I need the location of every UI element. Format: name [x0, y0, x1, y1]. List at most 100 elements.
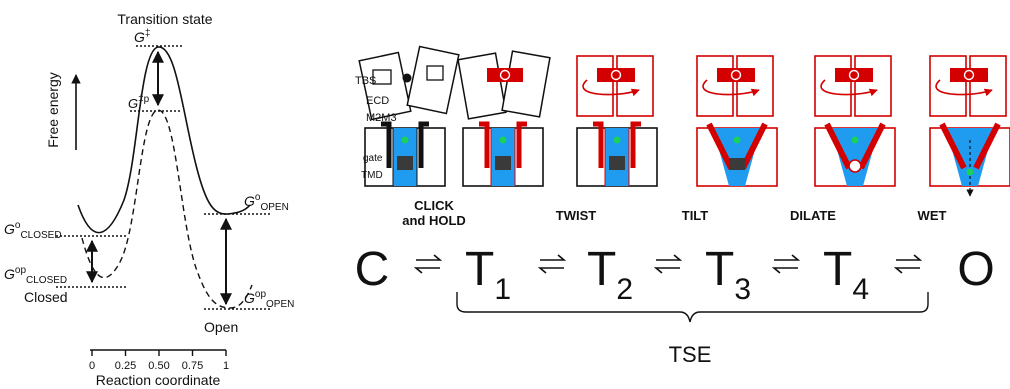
- equilibrium-arrow-icon: [893, 254, 923, 274]
- ligand-dot: [610, 69, 622, 81]
- twist-arrow-icon: [702, 79, 760, 97]
- state-label: T2: [587, 243, 633, 306]
- twist-arrow-icon: [820, 79, 878, 97]
- twist-arrow-icon: [582, 79, 640, 97]
- state-label: T1: [465, 243, 511, 306]
- solid-energy-curve: [77, 46, 251, 234]
- structure-panel: [576, 55, 658, 187]
- open-label: Open: [204, 319, 238, 335]
- g-open-op-label: GopOPEN: [244, 289, 294, 310]
- g-open-label: GoOPEN: [244, 192, 289, 213]
- gate-block: [495, 156, 511, 170]
- tbs-clamp: [835, 68, 873, 82]
- ligand-dot: [848, 69, 860, 81]
- g-closed-op-label: GopCLOSED: [4, 265, 67, 286]
- state-label: O: [957, 243, 994, 296]
- structure-panel: [929, 55, 1010, 197]
- state-label: C: [355, 243, 390, 296]
- ecd-right-lobe: [616, 55, 654, 117]
- ecd-left-lobe: [457, 52, 507, 120]
- pore-wall: [392, 128, 418, 186]
- tmd-label: TMD: [361, 170, 383, 181]
- state-label: T3: [705, 243, 751, 306]
- step-label: WET: [918, 208, 947, 223]
- free-energy-label: Free energy: [45, 72, 61, 147]
- tbs-left: [372, 69, 392, 85]
- equilibrium-arrow-icon: [537, 254, 567, 274]
- ecd-left-lobe: [358, 51, 412, 121]
- reaction-coordinate-label: Reaction coordinate: [96, 372, 221, 388]
- step-label: TILT: [682, 208, 709, 223]
- x-tick-label: 0.50: [148, 360, 169, 372]
- g-ts-op-label: G‡p: [128, 94, 150, 111]
- step-label: DILATE: [790, 208, 836, 223]
- tse-brace: [456, 292, 929, 323]
- step-label: TWIST: [556, 208, 596, 223]
- m2m3-label: M2M3: [366, 112, 397, 124]
- ligand-dot: [402, 73, 412, 83]
- g-ts-label: G‡: [134, 28, 150, 45]
- closed-label: Closed: [24, 289, 68, 305]
- m2m3-helices: [479, 121, 527, 168]
- pore-water: [831, 128, 879, 186]
- twist-arrow-icon: [935, 79, 993, 97]
- equilibrium-arrow-icon: [653, 254, 683, 274]
- x-tick-label: 1: [223, 360, 229, 372]
- dilated-gate: [848, 159, 862, 173]
- ecd-right-lobe: [736, 55, 774, 117]
- ligand-dot: [730, 69, 742, 81]
- equilibrium-arrow-icon: [771, 254, 801, 274]
- m2m3-helices: [381, 121, 429, 168]
- ion-dot: [733, 136, 741, 144]
- gate-label: gate: [363, 153, 383, 164]
- dashed-energy-curve: [81, 109, 253, 309]
- g-closed-label: GoCLOSED: [4, 220, 62, 241]
- structure-panel: [696, 55, 778, 187]
- m2m3-helices: [593, 121, 641, 168]
- ligand-dot: [963, 69, 975, 81]
- ion-dot: [613, 136, 621, 144]
- x-tick-label: 0: [89, 360, 95, 372]
- m2m3-helices: [706, 122, 768, 170]
- ecd-label: ECD: [366, 95, 389, 107]
- state-sequence: C T1 T2 T3 T4 O: [355, 243, 995, 306]
- transition-state-label: Transition state: [117, 11, 212, 27]
- pore-water: [713, 128, 761, 186]
- ecd-right-lobe: [969, 55, 1007, 117]
- ecd-right-lobe: [854, 55, 892, 117]
- tbs-clamp: [597, 68, 635, 82]
- structure-panels: [358, 45, 1010, 197]
- x-axis: 0 0.25 0.50 0.75 1 Reaction coordinate: [89, 349, 229, 388]
- structure-panel: [358, 45, 460, 187]
- gate-block: [729, 158, 745, 170]
- ion-dot: [966, 168, 974, 176]
- pore-water: [946, 128, 994, 186]
- gate-block: [397, 156, 413, 170]
- tbs-right: [426, 65, 444, 81]
- energy-diagram: Transition state Free energy G‡ G‡p GoCL…: [4, 11, 294, 388]
- ion-dot: [851, 136, 859, 144]
- ligand-dot: [499, 69, 511, 81]
- tse-label: TSE: [669, 342, 712, 367]
- equilibrium-arrow-icon: [413, 254, 443, 274]
- ecd-right-lobe: [501, 50, 551, 118]
- tbs-clamp: [487, 68, 523, 82]
- tbs-clamp: [950, 68, 988, 82]
- ion-dot: [499, 136, 507, 144]
- structure-panel: [814, 55, 896, 187]
- state-label: T4: [823, 243, 869, 306]
- m2m3-helices: [939, 122, 1001, 170]
- x-tick-label: 0.75: [182, 360, 203, 372]
- x-tick-label: 0.25: [115, 360, 136, 372]
- structure-panel: [457, 50, 551, 187]
- m2m3-helices: [824, 122, 886, 170]
- gate-block: [609, 156, 625, 170]
- pore-wall: [604, 128, 630, 186]
- pore-wall: [490, 128, 516, 186]
- tbs-clamp: [717, 68, 755, 82]
- tbs-label: TBS: [355, 75, 376, 87]
- ion-dot: [401, 136, 409, 144]
